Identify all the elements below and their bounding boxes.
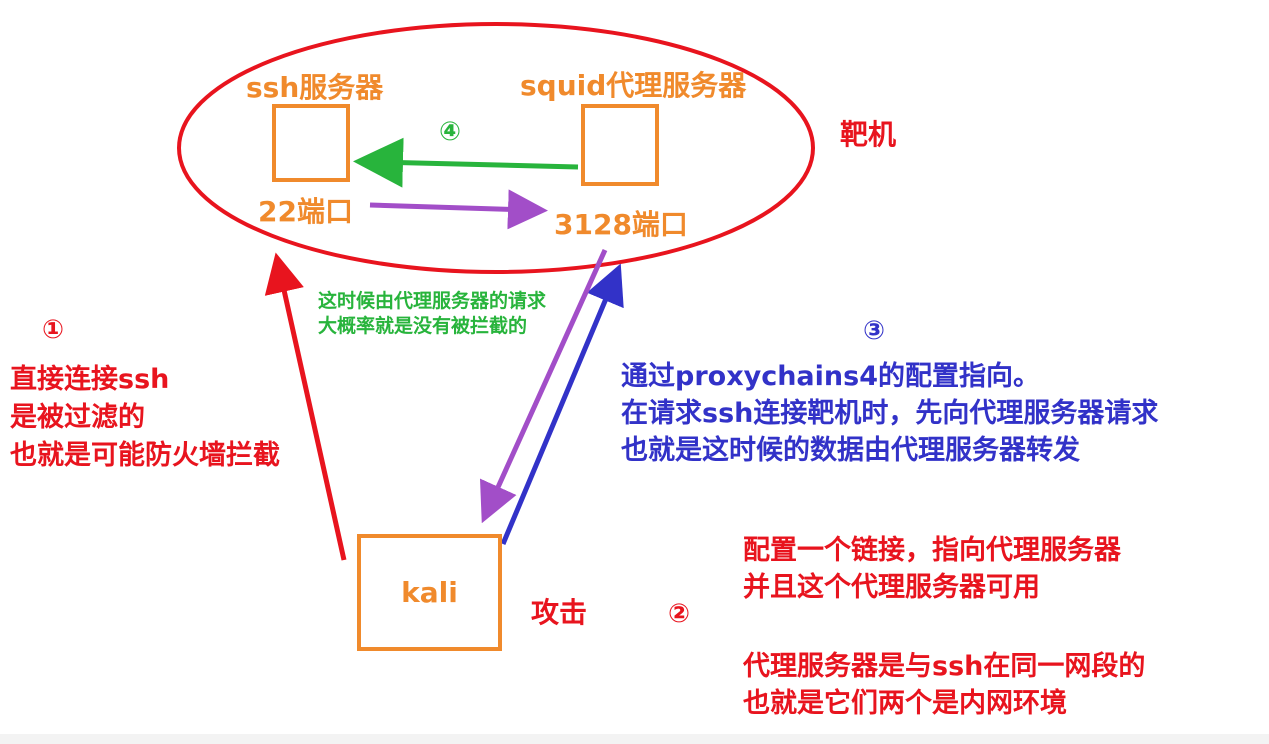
squid-server-title: squid代理服务器 (520, 69, 747, 102)
step4-marker: ④ (439, 117, 462, 147)
step2-note-config: 配置一个链接，指向代理服务器 并且这个代理服务器可用 (743, 532, 1121, 606)
step1-marker: ① (42, 315, 65, 345)
step1-note-line: 也就是可能防火墙拦截 (10, 440, 280, 471)
step2-marker: ② (668, 599, 691, 629)
kali-box: kali (357, 534, 502, 651)
green-note: 这时候由代理服务器的请求 大概率就是没有被拦截的 (318, 289, 546, 339)
step3-marker: ③ (863, 316, 886, 346)
attacker-label: 攻击 (531, 596, 588, 629)
step3-note-line: 通过proxychains4的配置指向。 (621, 361, 1040, 392)
green-note-line: 这时候由代理服务器的请求 (318, 290, 547, 312)
step2-note-line: 配置一个链接，指向代理服务器 (743, 535, 1121, 566)
step3-note-line: 在请求ssh连接靶机时，先向代理服务器请求 (621, 398, 1159, 429)
step1-note: 直接连接ssh 是被过滤的 也就是可能防火墙拦截 (10, 361, 280, 475)
arrow-kali-to-ssh (264, 252, 347, 561)
target-label: 靶机 (840, 118, 897, 151)
squid-server-box (581, 104, 659, 186)
arrow-ssh-port-to-squid-port (369, 189, 548, 230)
kali-label: kali (401, 576, 458, 609)
ssh-port-label: 22端口 (258, 195, 353, 228)
step3-note: 通过proxychains4的配置指向。 在请求ssh连接靶机时，先向代理服务器… (621, 358, 1158, 469)
target-ellipse (177, 22, 815, 274)
step3-note-line: 也就是这时候的数据由代理服务器转发 (621, 435, 1080, 466)
arrow-kali-to-squid (500, 263, 624, 545)
step2-note-line: 代理服务器是与ssh在同一网段的 (743, 651, 1146, 682)
arrow-squid-to-ssh (353, 137, 579, 188)
squid-port-label: 3128端口 (554, 208, 688, 241)
step2-note-line: 也就是它们两个是内网环境 (743, 688, 1067, 719)
step1-note-line: 直接连接ssh (10, 364, 170, 395)
bottom-strip (0, 734, 1269, 744)
ssh-server-box (272, 104, 350, 182)
ssh-server-title: ssh服务器 (246, 71, 384, 104)
green-note-line: 大概率就是没有被拦截的 (318, 315, 528, 337)
arrow-squid-to-kali (479, 248, 608, 524)
step2-note-line: 并且这个代理服务器可用 (743, 572, 1040, 603)
step2-note-network: 代理服务器是与ssh在同一网段的 也就是它们两个是内网环境 (743, 648, 1145, 722)
step1-note-line: 是被过滤的 (10, 402, 145, 433)
